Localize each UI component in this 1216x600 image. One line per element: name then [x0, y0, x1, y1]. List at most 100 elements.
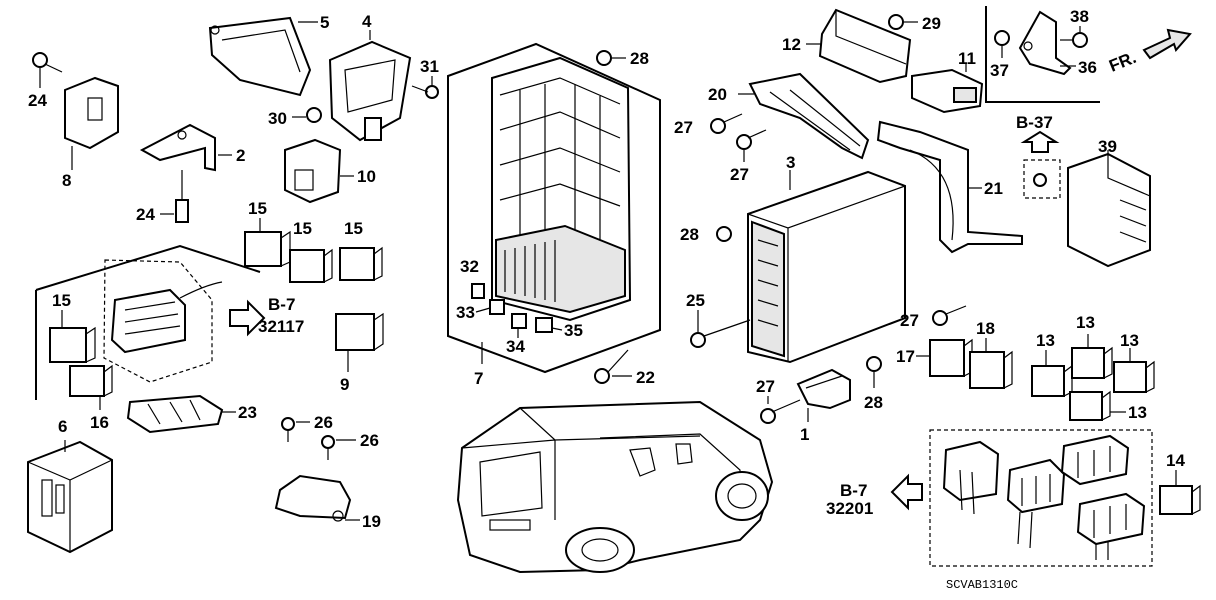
callout-13-b: 13	[1076, 313, 1095, 332]
connector-holder-b	[1006, 458, 1066, 549]
callout-28-ecu: 28	[680, 225, 699, 244]
callout-38: 38	[1070, 7, 1089, 26]
callout-27-d: 27	[756, 377, 775, 396]
callout-29: 29	[922, 14, 941, 33]
callout-27-a: 27	[674, 118, 693, 137]
bracket-2	[139, 123, 216, 172]
bolt-27-d	[760, 399, 801, 424]
callout-14: 14	[1166, 451, 1185, 470]
relay-17	[929, 338, 973, 377]
callout-34: 34	[506, 337, 525, 356]
bracket-20	[748, 72, 870, 160]
relay-14	[1159, 484, 1201, 515]
front-label: FR.	[1106, 48, 1139, 76]
relay-15-a	[244, 230, 291, 267]
dashed-inset-connectors	[929, 429, 1153, 567]
relay-module-4	[328, 40, 412, 142]
callout-39: 39	[1098, 137, 1117, 156]
callout-8: 8	[62, 171, 71, 190]
nut-29	[888, 14, 904, 30]
bracket-5	[208, 16, 312, 97]
bolt-26-a	[281, 417, 295, 442]
ref-b37: B-37	[1016, 113, 1053, 132]
clip-33	[489, 299, 505, 315]
fusebox-outline	[447, 42, 661, 374]
relay-13-b	[1071, 346, 1113, 379]
callout-7: 7	[474, 369, 483, 388]
callout-5: 5	[320, 13, 329, 32]
bolt-28-lower	[866, 356, 882, 372]
callout-23: 23	[238, 403, 257, 422]
dashed-box-b37	[1023, 159, 1061, 199]
bolt-38	[1060, 32, 1088, 48]
bolt-27-c	[932, 305, 967, 326]
callout-35: 35	[564, 321, 583, 340]
callout-30: 30	[268, 109, 287, 128]
callout-32: 32	[460, 257, 479, 276]
clip-34	[511, 313, 527, 329]
relay-13-a	[1031, 364, 1073, 397]
callout-24-lower: 24	[136, 205, 155, 224]
ref-arrow-b7-top	[229, 299, 266, 337]
callout-19: 19	[362, 512, 381, 531]
harness-bracket-21	[876, 120, 1023, 254]
callout-17: 17	[896, 347, 915, 366]
bolt-24-lower	[175, 170, 189, 223]
callout-28-lower: 28	[864, 393, 883, 412]
ref-b7-top-page: B-7	[268, 295, 295, 314]
bolt-27-b	[736, 129, 767, 150]
relay-16	[69, 364, 113, 397]
front-direction-arrow	[1142, 28, 1192, 60]
relay-15-b	[289, 248, 333, 283]
callout-13-d: 13	[1128, 403, 1147, 422]
callout-31: 31	[420, 57, 439, 76]
callout-2: 2	[236, 146, 245, 165]
ref-b7-bottom-code: 32201	[826, 499, 873, 518]
callout-22: 22	[636, 368, 655, 387]
callout-15-c: 15	[344, 219, 363, 238]
fuse-connector-block	[110, 281, 223, 354]
callout-18: 18	[976, 319, 995, 338]
bolt-22	[594, 349, 629, 384]
ecu-3	[747, 170, 906, 364]
callout-24-upper: 24	[28, 91, 47, 110]
bolt-26-b	[321, 435, 335, 460]
callout-20: 20	[708, 85, 727, 104]
bracket-12	[818, 8, 912, 84]
relay-15-d	[49, 326, 96, 363]
nut-37	[994, 30, 1010, 46]
module-39	[1067, 152, 1151, 268]
dashed-connector-area	[103, 259, 213, 383]
control-unit-8	[64, 76, 119, 150]
nut-30	[306, 107, 322, 123]
callout-3: 3	[786, 153, 795, 172]
callout-6: 6	[58, 417, 67, 436]
callout-16: 16	[90, 413, 109, 432]
relay-13-d	[1069, 390, 1111, 421]
clip-35	[535, 317, 553, 333]
callout-36: 36	[1078, 58, 1097, 77]
bracket-1	[796, 368, 851, 410]
relay-13-c	[1113, 360, 1155, 393]
sensor-19	[274, 474, 352, 522]
control-unit-6	[27, 440, 113, 554]
group-bracket-left	[35, 244, 261, 400]
callout-1: 1	[800, 425, 809, 444]
connector-holder-d	[1076, 492, 1146, 560]
holder-23	[126, 394, 224, 434]
ref-b7-top-code: 32117	[258, 317, 304, 336]
callout-15-a: 15	[248, 199, 267, 218]
callout-9: 9	[340, 375, 349, 394]
callout-26-b: 26	[360, 431, 379, 450]
clip-32	[471, 283, 485, 299]
bolt-24-upper	[32, 52, 63, 73]
vehicle-illustration	[456, 400, 774, 574]
ref-b7-bottom-page: B-7	[840, 481, 867, 500]
bolt-28-ecu	[716, 226, 732, 242]
callout-13-a: 13	[1036, 331, 1055, 350]
under-dash-fuse-box-7	[491, 56, 632, 322]
bolt-25	[690, 319, 751, 348]
inset-frame-top-right	[985, 6, 1100, 103]
bolt-27-a	[710, 113, 743, 134]
